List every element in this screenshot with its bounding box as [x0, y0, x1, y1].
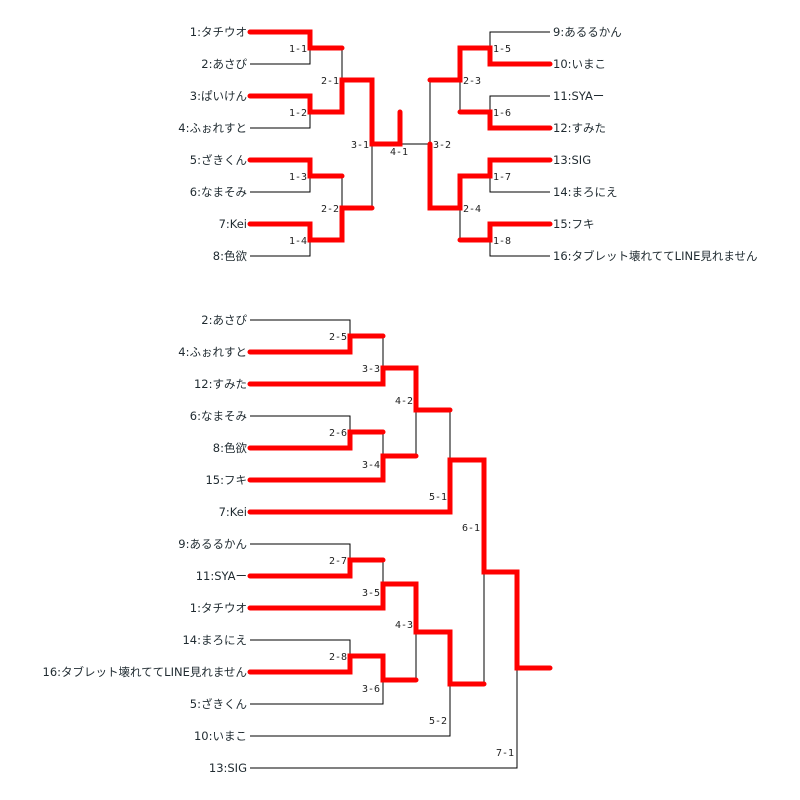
match-label: 2-3 [463, 76, 481, 87]
entrant-name: 7:Kei [219, 505, 247, 519]
entrant-name: 6:なまそみ [190, 185, 247, 199]
match-label: 1-3 [289, 172, 307, 183]
winner-path [427, 141, 553, 211]
bracket-line [250, 668, 518, 769]
entrant-name: 13:SIG [553, 153, 591, 167]
match-label: 3-4 [362, 460, 380, 471]
match-label: 4-3 [395, 620, 413, 631]
match-label: 1-8 [493, 236, 511, 247]
match-label: 2-4 [463, 204, 481, 215]
winner-path [247, 205, 375, 243]
bracket-line [250, 176, 311, 193]
match-label: 6-1 [462, 523, 480, 534]
bracket-line [489, 240, 550, 257]
bracket-line [489, 31, 550, 48]
match-label: 1-4 [289, 236, 307, 247]
winner-path [427, 45, 553, 83]
bracket-line [489, 176, 550, 193]
match-label: 1-6 [493, 108, 511, 119]
entrant-name: 13:SIG [209, 761, 247, 775]
entrant-name: 8:色欲 [213, 441, 248, 455]
match-label: 5-1 [429, 492, 447, 503]
entrant-name: 12:すみた [553, 121, 606, 135]
entrant-name: 16:タブレット壊れててLINE見れません [553, 249, 757, 263]
entrant-name: 6:なまそみ [190, 409, 247, 423]
entrant-name: 5:ざきくん [190, 697, 247, 711]
entrant-name: 11:SYAー [553, 89, 604, 103]
entrant-name: 2:あさぴ [201, 57, 247, 71]
entrant-name: 15:フキ [553, 217, 595, 231]
match-label: 2-1 [321, 76, 339, 87]
bracket-line [250, 415, 351, 432]
match-label: 4-2 [395, 396, 413, 407]
entrant-name: 2:あさぴ [201, 313, 247, 327]
entrant-name: 15:フキ [205, 473, 247, 487]
winner-path [247, 333, 386, 355]
match-label: 4-1 [390, 147, 408, 158]
entrant-name: 14:まろにえ [182, 633, 247, 647]
match-label: 1-5 [493, 44, 511, 55]
winner-path [247, 77, 403, 147]
entrant-name: 4:ふぉれすと [178, 121, 247, 135]
winner-path [247, 453, 419, 483]
winner-path [247, 365, 453, 413]
match-label: 2-7 [329, 556, 347, 567]
entrant-name: 9:あるるかん [553, 25, 622, 39]
bracket-line [250, 240, 311, 257]
bracket-line [250, 48, 311, 65]
bracket-line [250, 112, 311, 129]
entrant-name: 12:すみた [194, 377, 247, 391]
match-label: 5-2 [429, 716, 447, 727]
match-label: 2-8 [329, 652, 347, 663]
winner-path [457, 221, 553, 243]
match-label: 3-3 [362, 364, 380, 375]
winner-path [247, 429, 386, 451]
match-label: 2-6 [329, 428, 347, 439]
winner-path [457, 109, 553, 131]
match-label: 7-1 [496, 748, 514, 759]
entrant-name: 9:あるるかん [178, 537, 247, 551]
winner-path [247, 157, 345, 179]
entrant-name: 1:タチウオ [190, 601, 247, 615]
winner-path [247, 29, 345, 51]
winner-path [247, 653, 419, 683]
entrant-name: 8:色欲 [213, 249, 248, 263]
entrant-name: 16:タブレット壊れててLINE見れません [43, 665, 247, 679]
entrant-name: 1:タチウオ [190, 25, 247, 39]
match-label: 1-2 [289, 108, 307, 119]
entrant-name: 4:ふぉれすと [178, 345, 247, 359]
match-label: 3-6 [362, 684, 380, 695]
entrant-name: 11:SYAー [196, 569, 247, 583]
bracket-line [250, 319, 351, 336]
match-label: 1-7 [493, 172, 511, 183]
bracket-line [250, 639, 351, 656]
match-label: 2-2 [321, 204, 339, 215]
entrant-name: 5:ざきくん [190, 153, 247, 167]
entrant-name: 7:Kei [219, 217, 247, 231]
winner-path [247, 457, 553, 671]
bracket-line [250, 680, 384, 705]
winner-path [247, 557, 386, 579]
bracket-line [489, 95, 550, 112]
entrant-name: 10:いまこ [553, 57, 606, 71]
match-label: 3-2 [433, 140, 451, 151]
match-label: 3-5 [362, 588, 380, 599]
match-label: 1-1 [289, 44, 307, 55]
entrant-name: 14:まろにえ [553, 185, 618, 199]
entrant-name: 10:いまこ [194, 729, 247, 743]
bracket-line [250, 684, 451, 737]
match-label: 3-1 [351, 140, 369, 151]
bracket-line [250, 543, 351, 560]
winner-path [247, 581, 487, 687]
match-label: 2-5 [329, 332, 347, 343]
entrant-name: 3:ぱいけん [190, 89, 247, 103]
